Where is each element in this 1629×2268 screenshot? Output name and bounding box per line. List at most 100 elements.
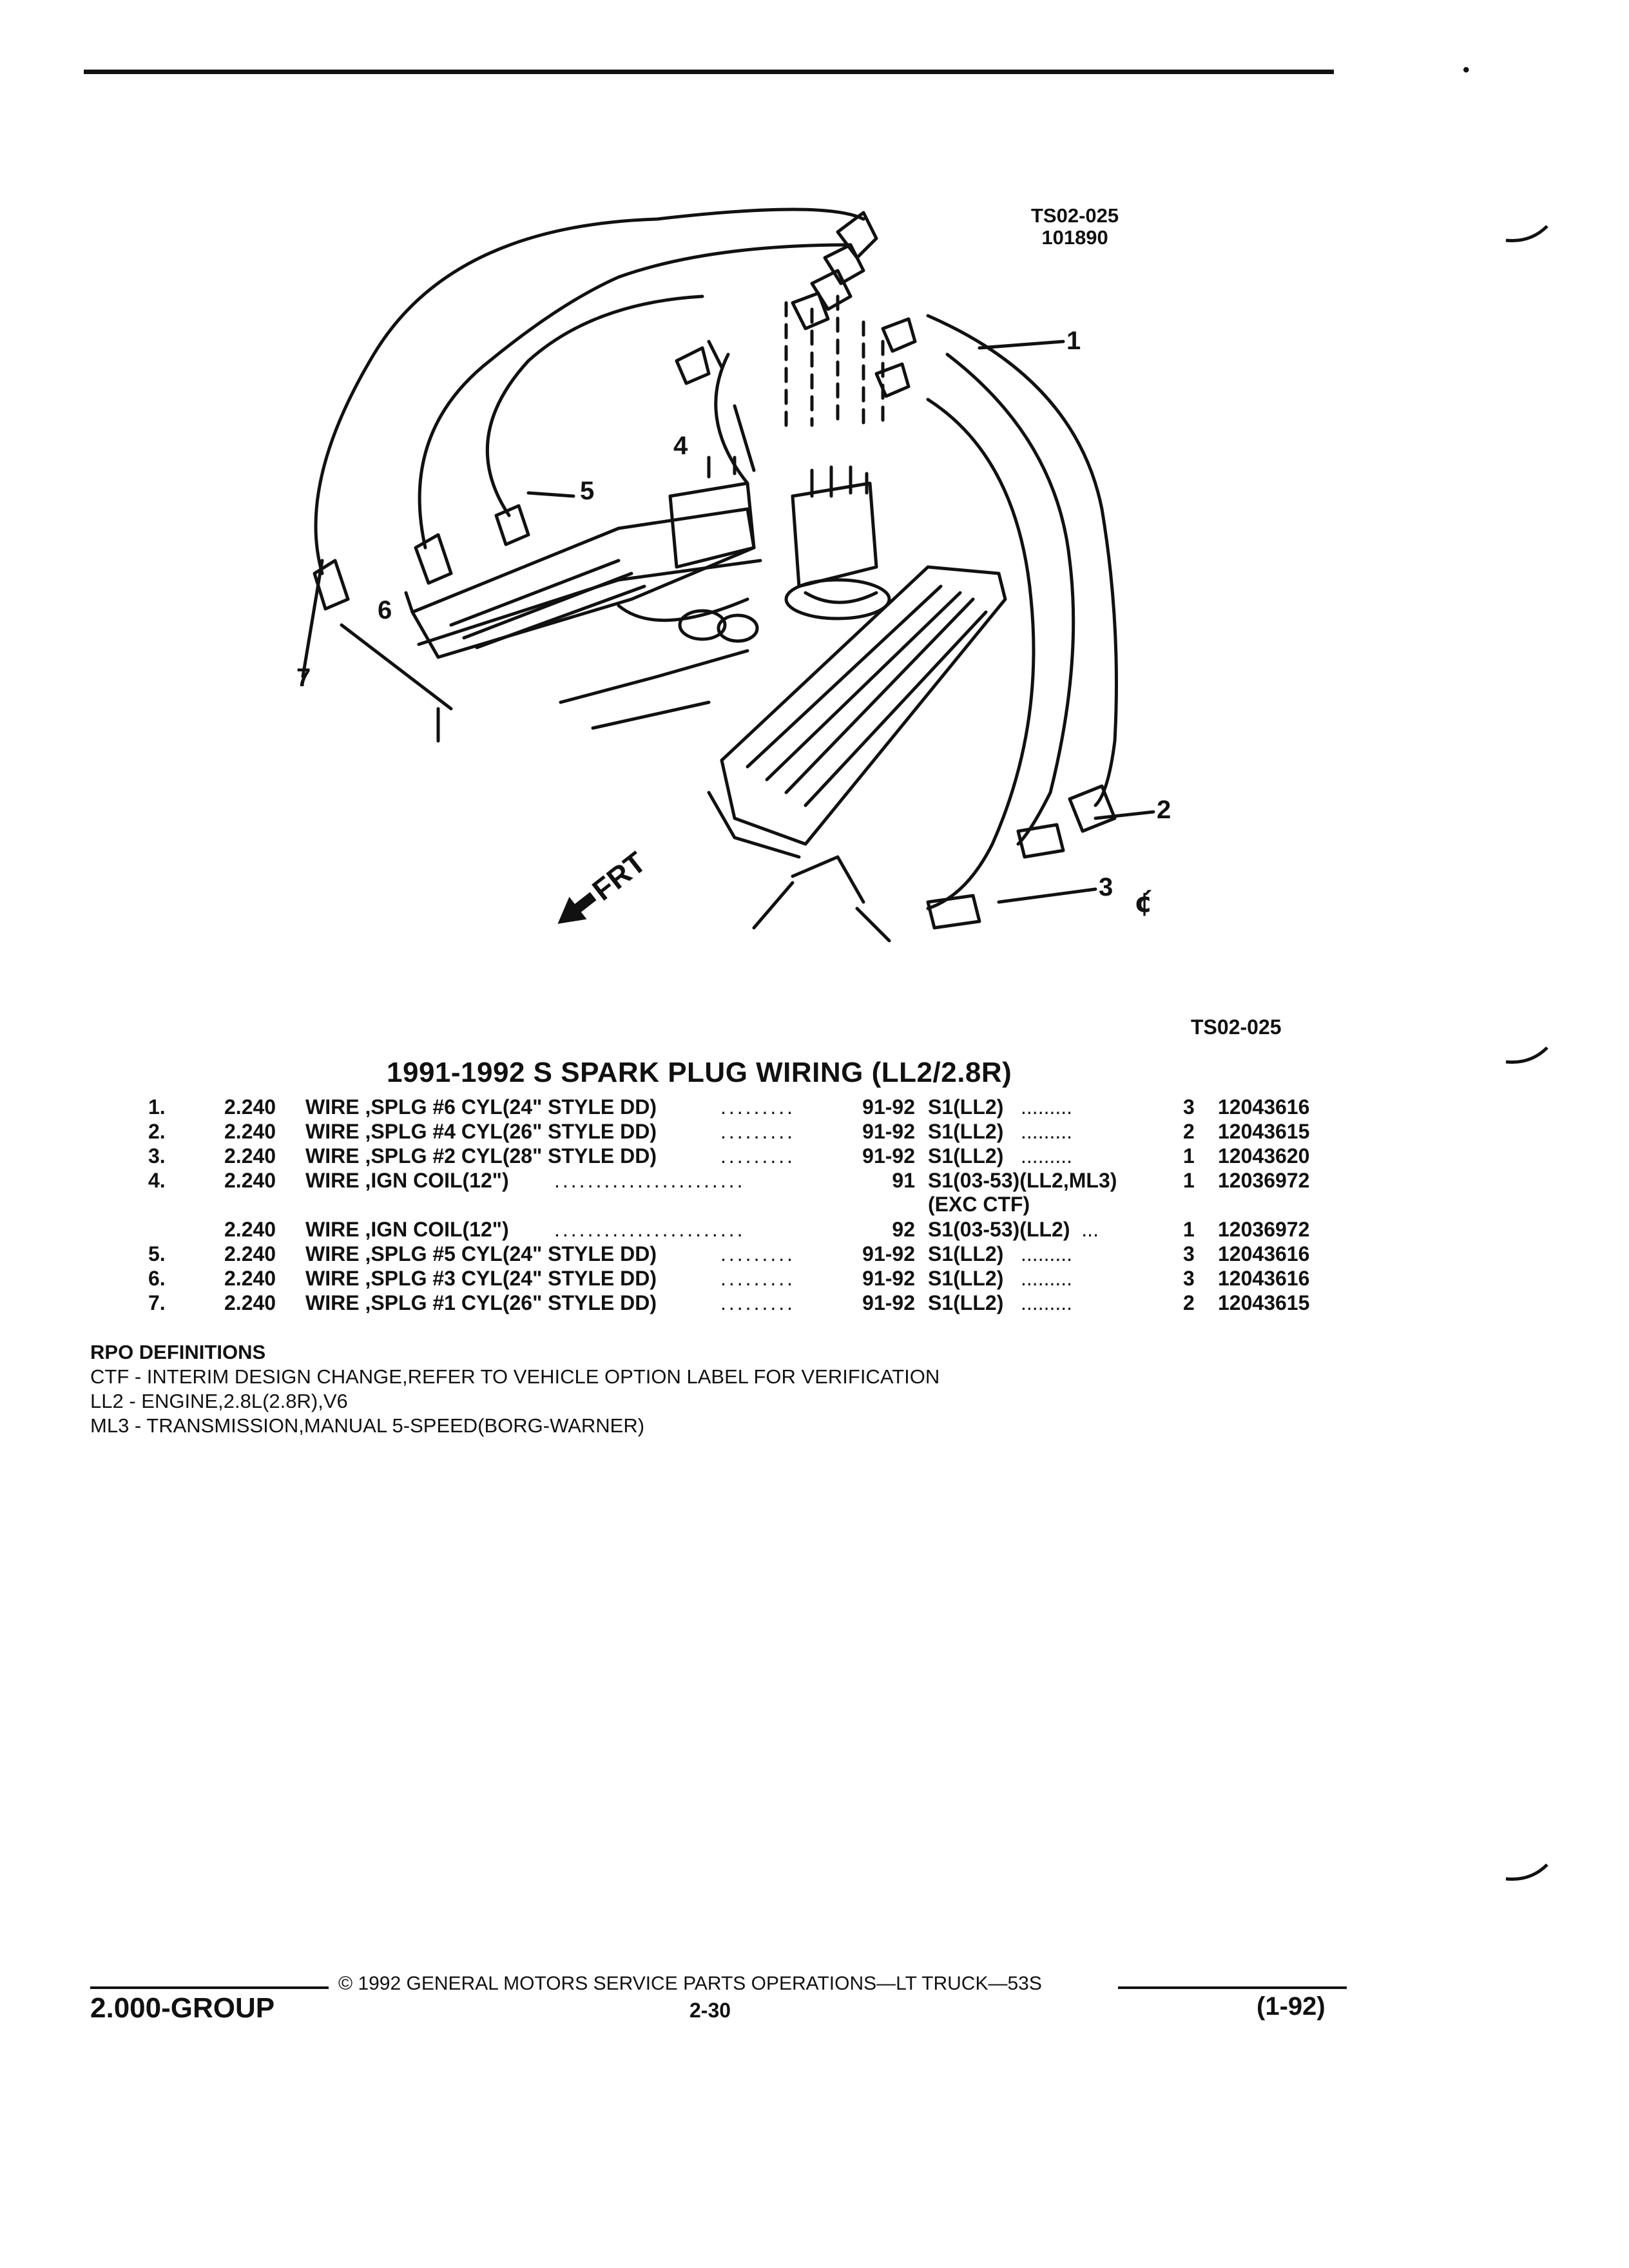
- top-rule: [84, 70, 1334, 74]
- dot-leader: .........: [720, 1242, 796, 1265]
- model-years: 91-92: [862, 1267, 915, 1290]
- footer-group: 2.000-GROUP: [90, 1992, 275, 2024]
- item-index: 2.: [148, 1120, 166, 1143]
- wire-5: [485, 294, 704, 517]
- model-years: 91-92: [862, 1242, 915, 1265]
- engine-wiring-illustration: 1 2 3 4 5 6 7 FRT ¢́: [296, 207, 1171, 943]
- figure-code: TS02-025: [1191, 1015, 1282, 1039]
- quantity: 1: [1183, 1169, 1195, 1192]
- group-number: 2.240: [224, 1218, 276, 1241]
- footer-rule-right: [1118, 1986, 1347, 1989]
- part-number: 12043620: [1218, 1144, 1310, 1168]
- quantity: 3: [1183, 1242, 1195, 1265]
- parts-row: 4. 2.240 WIRE ,IGN COIL(12") ...........…: [0, 1169, 1629, 1218]
- callout-7: 7: [296, 664, 311, 692]
- part-description: WIRE ,IGN COIL(12"): [305, 1218, 509, 1241]
- wire-4: [707, 340, 749, 485]
- wire-6: [418, 243, 853, 550]
- definition-item: LL2 - ENGINE,2.8L(2.8R),V6: [90, 1390, 348, 1412]
- part-number: 12043615: [1218, 1291, 1310, 1314]
- callout-6: 6: [378, 596, 392, 624]
- model-usage: S1(LL2) .........: [928, 1095, 1073, 1119]
- parts-row: 5. 2.240 WIRE ,SPLG #5 CYL(24" STYLE DD)…: [0, 1242, 1629, 1267]
- footer-date: (1-92): [1257, 1992, 1325, 2021]
- callout-4: 4: [673, 432, 688, 460]
- callout-2: 2: [1157, 796, 1171, 824]
- part-description: WIRE ,SPLG #2 CYL(28" STYLE DD): [305, 1144, 657, 1168]
- item-index: 6.: [148, 1267, 166, 1290]
- front-arrow: FRT: [557, 845, 652, 924]
- item-index: 3.: [148, 1144, 166, 1168]
- part-number: 12043615: [1218, 1120, 1310, 1143]
- parts-row: 7. 2.240 WIRE ,SPLG #1 CYL(26" STYLE DD)…: [0, 1291, 1629, 1316]
- figure-id-block: TS02-025 101890: [1031, 205, 1119, 249]
- part-description: WIRE ,SPLG #5 CYL(24" STYLE DD): [305, 1242, 657, 1265]
- dot-leader: .........: [720, 1120, 796, 1143]
- footer-copyright: © 1992 GENERAL MOTORS SERVICE PARTS OPER…: [338, 1973, 1042, 1994]
- figure-id: TS02-025: [1031, 204, 1119, 227]
- item-index: 7.: [148, 1291, 166, 1314]
- left-valve-cover: [410, 507, 756, 659]
- definition-item: CTF - INTERIM DESIGN CHANGE,REFER TO VEH…: [90, 1365, 940, 1388]
- quantity: 3: [1183, 1267, 1195, 1290]
- quantity: 3: [1183, 1095, 1195, 1119]
- corner-mark: •: [1463, 59, 1470, 81]
- item-index: 5.: [148, 1242, 166, 1265]
- rpo-definitions: RPO DEFINITIONS CTF - INTERIM DESIGN CHA…: [90, 1340, 940, 1438]
- part-number: 12036972: [1218, 1218, 1310, 1241]
- group-number: 2.240: [224, 1291, 276, 1314]
- model-usage: S1(LL2) .........: [928, 1242, 1073, 1265]
- item-index: 4.: [148, 1169, 166, 1192]
- parts-row: 1. 2.240 WIRE ,SPLG #6 CYL(24" STYLE DD)…: [0, 1095, 1629, 1120]
- part-number: 12036972: [1218, 1169, 1310, 1192]
- parts-row: 6. 2.240 WIRE ,SPLG #3 CYL(24" STYLE DD)…: [0, 1267, 1629, 1291]
- model-years: 92: [892, 1218, 915, 1241]
- wire-7: [314, 207, 865, 575]
- figure-date-code: 101890: [1041, 226, 1108, 249]
- model-years: 91: [892, 1169, 915, 1192]
- group-number: 2.240: [224, 1144, 276, 1168]
- distributor: [784, 465, 891, 620]
- model-usage: S1(03-53)(LL2,ML3)(EXC CTF): [928, 1169, 1117, 1216]
- dot-leader: .........: [720, 1291, 796, 1314]
- model-years: 91-92: [862, 1144, 915, 1168]
- quantity: 2: [1183, 1120, 1195, 1143]
- part-description: WIRE ,SPLG #6 CYL(24" STYLE DD): [305, 1095, 657, 1119]
- model-usage: S1(LL2) .........: [928, 1120, 1073, 1143]
- dot-leader: .........: [720, 1144, 796, 1168]
- model-usage: S1(LL2) .........: [928, 1267, 1073, 1290]
- group-number: 2.240: [224, 1120, 276, 1143]
- svg-text:FRT: FRT: [586, 845, 651, 907]
- margin-mark-icon: [1505, 225, 1548, 243]
- model-years: 91-92: [862, 1120, 915, 1143]
- dot-leader: .......................: [554, 1169, 746, 1192]
- quantity: 1: [1183, 1144, 1195, 1168]
- parts-list: 1. 2.240 WIRE ,SPLG #6 CYL(24" STYLE DD)…: [0, 1095, 1629, 1316]
- dot-leader: .........: [720, 1095, 796, 1119]
- item-index: 1.: [148, 1095, 166, 1119]
- group-number: 2.240: [224, 1169, 276, 1192]
- stamp-mark: ¢́: [1134, 887, 1153, 918]
- model-usage: S1(03-53)(LL2) ...: [928, 1218, 1099, 1241]
- model-years: 91-92: [862, 1291, 915, 1314]
- margin-mark-icon: [1505, 1046, 1548, 1064]
- section-title: 1991-1992 S SPARK PLUG WIRING (LL2/2.8R): [387, 1057, 1012, 1088]
- wire-2: [945, 352, 1075, 846]
- callout-1: 1: [1066, 327, 1081, 355]
- margin-mark-icon: [1505, 1863, 1548, 1881]
- part-number: 12043616: [1218, 1095, 1310, 1119]
- dot-leader: .........: [720, 1267, 796, 1290]
- group-number: 2.240: [224, 1267, 276, 1290]
- right-valve-cover: [720, 565, 1007, 846]
- part-number: 12043616: [1218, 1242, 1310, 1265]
- quantity: 1: [1183, 1218, 1195, 1241]
- group-number: 2.240: [224, 1095, 276, 1119]
- wire-3: [926, 398, 1036, 910]
- definitions-heading: RPO DEFINITIONS: [90, 1341, 266, 1363]
- callout-3: 3: [1099, 873, 1113, 901]
- part-description: WIRE ,SPLG #3 CYL(24" STYLE DD): [305, 1267, 657, 1290]
- footer-rule-left: [90, 1986, 329, 1989]
- part-description: WIRE ,SPLG #4 CYL(26" STYLE DD): [305, 1120, 657, 1143]
- part-description: WIRE ,SPLG #1 CYL(26" STYLE DD): [305, 1291, 657, 1314]
- model-usage: S1(LL2) .........: [928, 1291, 1073, 1314]
